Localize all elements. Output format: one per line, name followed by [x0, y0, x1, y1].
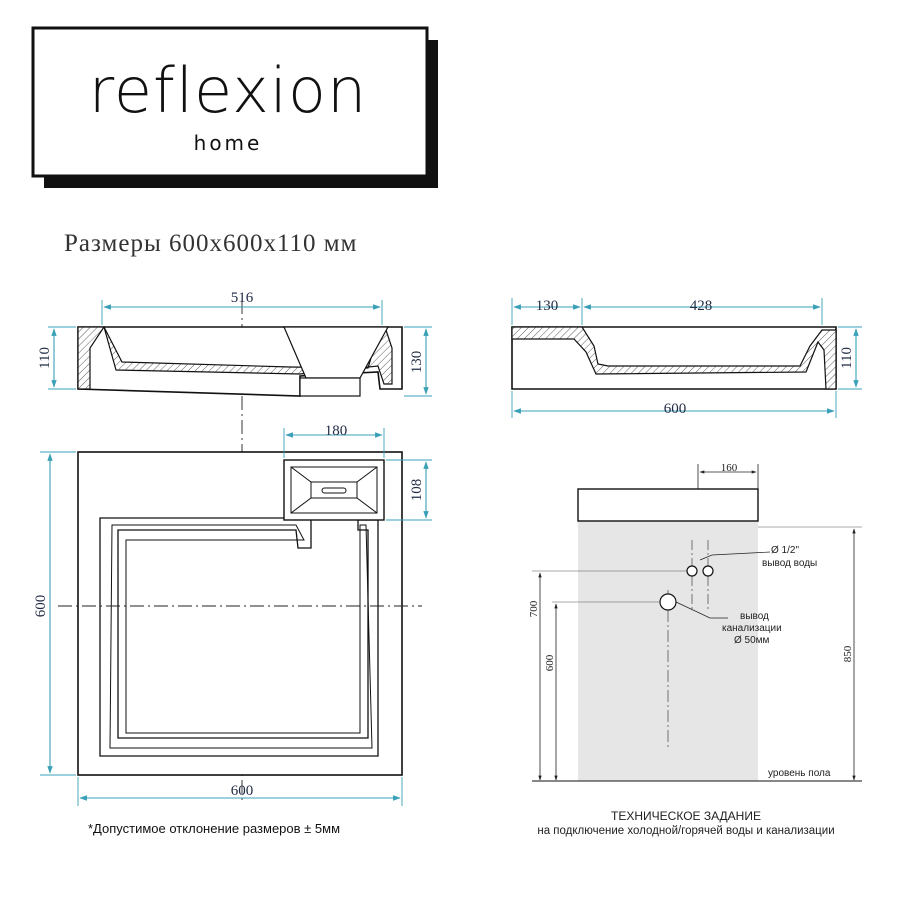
tech-caption-title: ТЕХНИЧЕСКОЕ ЗАДАНИЕ	[611, 809, 761, 823]
brand-logo: reflexion home	[31, 26, 438, 188]
drain-outlet-circle	[659, 593, 677, 611]
drain-label-1: вывод	[740, 611, 769, 622]
dim-label-side-110: 110	[839, 347, 855, 369]
basin-inner-edge	[109, 524, 373, 749]
dim-label-700: 700	[528, 600, 540, 617]
logo-wordmark: reflexion	[89, 54, 368, 127]
dim-label-160: 160	[721, 462, 738, 474]
dim-label-side-130: 130	[536, 298, 559, 314]
logo-subtitle: home	[194, 131, 263, 155]
water-outlet-label: вывод воды	[762, 558, 817, 569]
tech-caption-subtitle: на подключение холодной/горячей воды и к…	[537, 825, 834, 837]
dimensions-title: Размеры 600х600х110 мм	[64, 230, 357, 257]
dim-label-side-600: 600	[664, 401, 687, 417]
overflow-slot	[321, 487, 347, 494]
tolerance-note: *Допустимое отклонение размеров ± 5мм	[88, 821, 340, 836]
tech-basin-block	[577, 488, 759, 522]
side-wall-section	[511, 326, 837, 390]
dim-label-plan-width: 600	[231, 783, 254, 799]
dim-label-108: 108	[409, 479, 425, 502]
dim-label-plan-height: 600	[33, 595, 49, 618]
dim-label-130: 130	[409, 351, 425, 374]
technical-spec-view: 160 Ø 1/2" вывод воды вывод канализации …	[528, 462, 862, 837]
drain-outlet	[299, 377, 361, 397]
floor-label: уровень пола	[768, 768, 831, 779]
basin-rim	[99, 517, 379, 757]
dim-label-428: 428	[690, 298, 713, 314]
dim-label-180: 180	[325, 423, 348, 439]
water-outlet-cold	[686, 565, 698, 577]
water-diameter-label: Ø 1/2"	[771, 545, 799, 556]
drain-label-3: Ø 50мм	[734, 635, 770, 646]
drain-label-2: канализации	[722, 623, 782, 634]
front-section-view: 516 110 130	[37, 290, 432, 800]
dim-label-516: 516	[231, 290, 254, 306]
dim-label-110-front: 110	[37, 347, 53, 369]
water-outlet-hot	[702, 565, 714, 577]
dim-label-850: 850	[842, 645, 854, 662]
plan-view: 180 108 600 600	[33, 423, 432, 806]
side-section-view: 130 428 600 110	[511, 298, 862, 418]
left-wall-section	[77, 326, 106, 390]
dim-label-tech-600: 600	[544, 654, 556, 671]
plan-overflow-inner	[290, 466, 378, 514]
